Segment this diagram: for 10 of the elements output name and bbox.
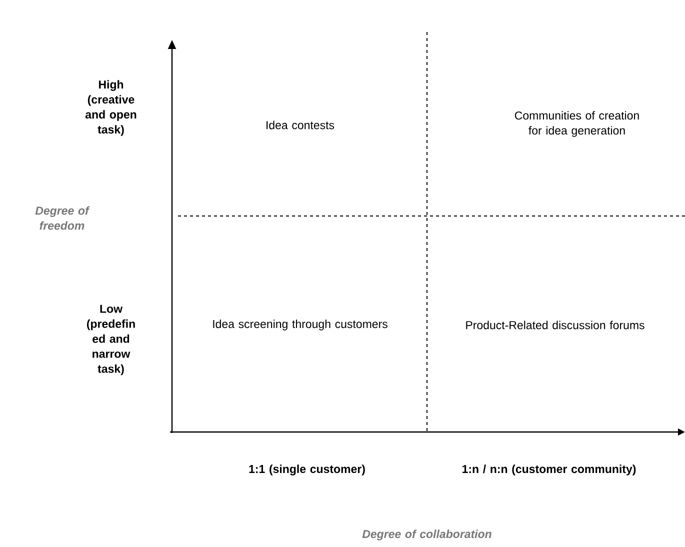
quadrant-label: Product-Related discussion forums (466, 320, 644, 330)
quadrant-label: Idea contests (266, 120, 334, 130)
axis-title: Degree of collaboration (362, 530, 492, 540)
quadrant-label: Communities of creation for idea generation (514, 111, 639, 137)
axis-value-label: 1:1 (single customer) (249, 464, 365, 476)
axis-title: Degree of freedom (35, 206, 90, 230)
axis-value-label: High (creative and open task) (85, 80, 136, 136)
axis-value-label: Low (predefin ed and narrow task) (86, 304, 135, 376)
axis-value-label: 1:n / n:n (customer community) (462, 464, 636, 476)
quadrant-label: Idea screening through customers (213, 320, 388, 330)
